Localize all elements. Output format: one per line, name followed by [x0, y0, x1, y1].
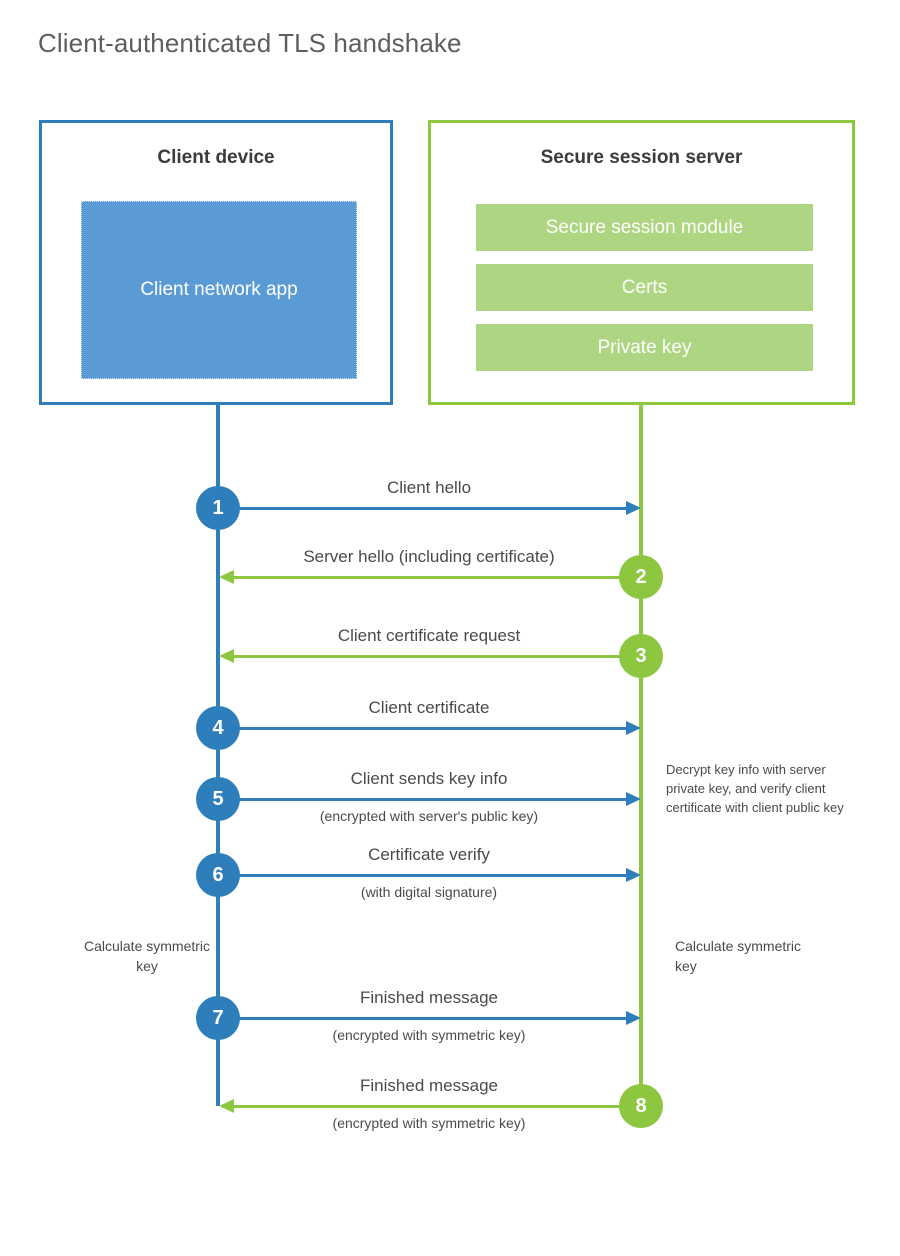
server-module-secure-session-module: Secure session module [476, 204, 813, 251]
step-5-badge: 5 [196, 777, 240, 821]
step-2-arrow-line [232, 576, 642, 579]
step-7-label: Finished message [360, 988, 498, 1007]
step-7-sublabel: (encrypted with symmetric key) [332, 1027, 526, 1043]
step-3-arrow-line [232, 655, 642, 658]
step-1-label: Client hello [386, 478, 472, 497]
note-decrypt-key-info: Decrypt key info with server private key… [666, 762, 844, 815]
step-7-badge: 7 [196, 996, 240, 1040]
step-8-arrow-line [232, 1105, 642, 1108]
step-3-badge: 3 [619, 634, 663, 678]
step-1-arrow-line [218, 507, 628, 510]
step-6-arrow-line [218, 874, 628, 877]
note-calculate-symmetric-key-client: Calculate symmetric key [83, 938, 211, 975]
step-7-arrow-line [218, 1017, 628, 1020]
step-5-arrow-head-icon [626, 792, 641, 806]
step-5-label: Client sends key info [350, 769, 508, 788]
client-device-box: Client device Client network app [39, 120, 393, 405]
client-network-app-block: Client network app [81, 201, 357, 379]
step-2-label: Server hello (including certificate) [303, 547, 555, 566]
step-5-sublabel: (encrypted with server's public key) [319, 808, 539, 824]
server-lifeline [639, 405, 643, 1106]
step-3-arrow-head-icon [219, 649, 234, 663]
step-8-badge: 8 [619, 1084, 663, 1128]
step-8-label: Finished message [360, 1076, 498, 1095]
step-6-badge: 6 [196, 853, 240, 897]
client-lifeline [216, 405, 220, 1106]
step-6-sublabel: (with digital signature) [360, 884, 498, 900]
step-1-badge: 1 [196, 486, 240, 530]
step-6-label: Certificate verify [368, 845, 490, 864]
server-module-certs: Certs [476, 264, 813, 311]
note-calculate-symmetric-key-server: Calculate symmetric key [675, 938, 802, 975]
secure-session-server-title: Secure session server [540, 147, 743, 168]
server-module-private-key: Private key [476, 324, 813, 371]
step-4-label: Client certificate [368, 698, 490, 717]
step-2-arrow-head-icon [219, 570, 234, 584]
step-4-arrow-line [218, 727, 628, 730]
step-2-badge: 2 [619, 555, 663, 599]
step-8-arrow-head-icon [219, 1099, 234, 1113]
page-title: Client-authenticated TLS handshake [38, 28, 462, 58]
step-7-arrow-head-icon [626, 1011, 641, 1025]
step-4-badge: 4 [196, 706, 240, 750]
step-8-sublabel: (encrypted with symmetric key) [332, 1115, 526, 1131]
step-5-arrow-line [218, 798, 628, 801]
step-1-arrow-head-icon [626, 501, 641, 515]
step-4-arrow-head-icon [626, 721, 641, 735]
step-6-arrow-head-icon [626, 868, 641, 882]
client-device-title: Client device [157, 147, 275, 168]
secure-session-server-box: Secure session server Secure session mod… [428, 120, 855, 405]
step-3-label: Client certificate request [337, 626, 521, 645]
